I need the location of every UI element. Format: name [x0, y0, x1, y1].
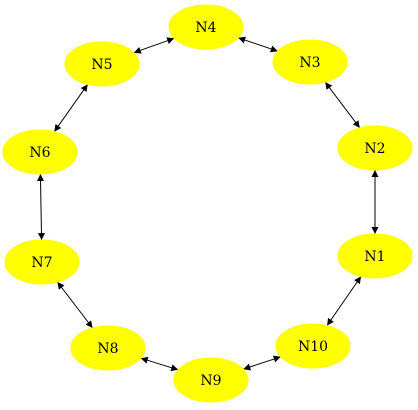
edge-n3-n4	[238, 36, 278, 53]
node-n2: N2	[337, 125, 413, 171]
edge-n2-n3	[324, 81, 361, 129]
node-n4: N4	[168, 4, 244, 50]
node-shape	[70, 325, 146, 371]
node-shape	[4, 239, 80, 285]
node-shape	[173, 357, 249, 403]
node-n6: N6	[2, 129, 78, 175]
node-shape	[2, 129, 78, 175]
edge-n8-n9	[140, 356, 179, 372]
edge-n5-n6	[53, 84, 89, 132]
node-shape	[272, 39, 348, 85]
node-label: N1	[364, 249, 385, 265]
node-label: N3	[299, 55, 320, 71]
node-label: N10	[298, 339, 328, 355]
node-shape	[64, 41, 140, 87]
node-label: N5	[91, 57, 112, 73]
edge-n7-n8	[57, 281, 93, 329]
node-label: N7	[31, 255, 52, 271]
node-shape	[337, 233, 413, 279]
edge-n4-n5	[133, 37, 175, 54]
node-n1: N1	[337, 233, 413, 279]
node-shape	[275, 323, 351, 369]
node-shape	[337, 125, 413, 171]
edges-layer	[37, 36, 379, 372]
edge-n6-n7	[37, 173, 45, 241]
node-label: N6	[29, 145, 50, 161]
node-n10: N10	[275, 323, 351, 369]
node-n7: N7	[4, 239, 80, 285]
node-label: N8	[97, 341, 118, 357]
node-label: N4	[195, 20, 216, 36]
edge-n10-n1	[326, 276, 362, 326]
node-n3: N3	[272, 39, 348, 85]
node-n9: N9	[173, 357, 249, 403]
node-label: N9	[200, 373, 221, 389]
edge-n9-n10	[243, 355, 281, 371]
node-shape	[168, 4, 244, 50]
node-n8: N8	[70, 325, 146, 371]
node-label: N2	[364, 141, 385, 157]
node-n5: N5	[64, 41, 140, 87]
